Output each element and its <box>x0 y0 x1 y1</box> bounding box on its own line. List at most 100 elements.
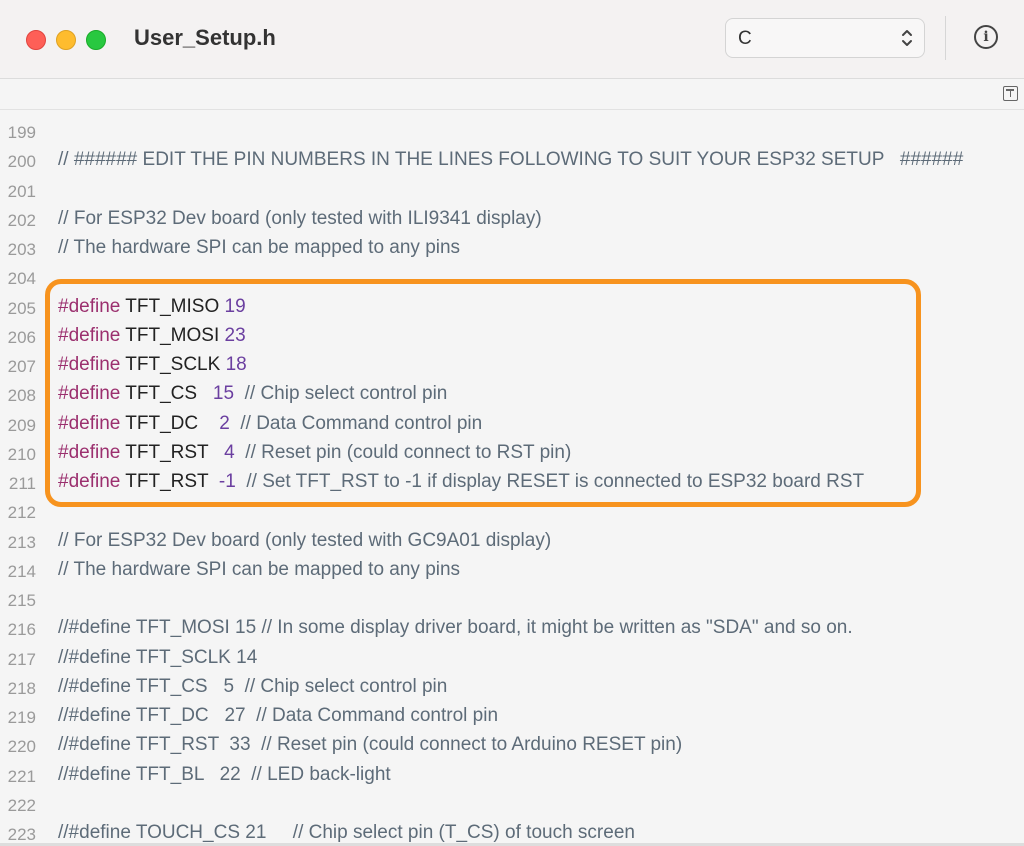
code-editor[interactable]: 199 200 // ###### EDIT THE PIN NUMBERS IN … <box>0 110 1024 846</box>
line-number: 214 <box>7 561 36 581</box>
code-line[interactable]: 215 <box>0 587 1024 616</box>
code-line[interactable]: 209 #define TFT_DC 2 // Data Command cont… <box>0 412 1024 441</box>
expand-icon[interactable] <box>1003 86 1018 101</box>
window-bottom-edge <box>0 843 1024 846</box>
line-number: 223 <box>7 825 36 844</box>
line-number: 200 <box>7 152 36 172</box>
code-token: TFT_MOSI <box>120 324 225 346</box>
code-text: #define TFT_DC 2 // Data Command control… <box>58 413 482 435</box>
code-text: // For ESP32 Dev board (only tested with… <box>58 208 542 230</box>
minimize-window-button[interactable] <box>56 30 76 50</box>
code-line[interactable]: 208 #define TFT_CS 15 // Chip select cont… <box>0 382 1024 411</box>
code-token: -1 <box>218 471 236 492</box>
line-number: 209 <box>7 415 36 435</box>
code-token: #define <box>58 324 121 346</box>
code-line[interactable]: 219//#define TFT_DC 27 // Data Command c… <box>0 704 1024 733</box>
code-line[interactable]: 223 //#define TOUCH_CS 21 // Chip select … <box>0 821 1024 846</box>
line-number: 212 <box>7 503 36 523</box>
code-text: //#define TFT_BL 22 // LED back-light <box>58 764 391 786</box>
code-line[interactable]: 202 // For ESP32 Dev board (only tested w… <box>0 207 1024 236</box>
code-token: 15 <box>212 383 235 405</box>
code-token: 19 <box>224 295 246 317</box>
code-token: // For ESP32 Dev board (only tested with… <box>58 529 552 551</box>
line-number: 222 <box>7 795 36 815</box>
line-number: 201 <box>7 181 36 201</box>
code-line[interactable]: 222 <box>0 792 1024 821</box>
highlight-annotation <box>45 279 921 507</box>
title-bar: User_Setup.h C i <box>0 0 1024 79</box>
toolbar-divider <box>945 16 946 60</box>
code-text: //#define TFT_MOSI 15 // In some display… <box>58 617 853 639</box>
code-token: // Set TFT_RST to -1 if display RESET is… <box>235 471 865 492</box>
code-line[interactable]: 210#define TFT_RST 4 // Reset pin (could… <box>0 441 1024 470</box>
code-token: // The hardware SPI can be mapped to any… <box>58 237 461 258</box>
code-text: //#define TFT_DC 27 // Data Command cont… <box>58 705 498 727</box>
line-number: 215 <box>7 591 36 610</box>
code-token: TFT_DC <box>120 412 220 434</box>
code-token: #define <box>58 441 121 463</box>
code-token: TFT_MISO <box>120 295 225 317</box>
code-token: TFT_RST <box>120 471 219 492</box>
code-token: 18 <box>225 354 247 375</box>
code-token: #define <box>58 354 121 375</box>
code-line[interactable]: 201 <box>0 178 1024 207</box>
code-line[interactable]: 216 //#define TFT_MOSI 15 // In some disp… <box>0 616 1024 645</box>
code-token: // For ESP32 Dev board (only tested with… <box>58 207 542 229</box>
line-number: 199 <box>7 123 36 142</box>
code-line[interactable]: 204 <box>0 265 1024 294</box>
code-token: #define <box>58 383 121 405</box>
code-text: //#define TFT_RST 33 // Reset pin (could… <box>58 734 682 756</box>
code-text: #define TFT_RST -1 // Set TFT_RST to -1 … <box>58 471 864 493</box>
info-icon[interactable]: i <box>974 25 998 49</box>
line-number: 217 <box>7 649 36 669</box>
code-line[interactable]: 221 //#define TFT_BL 22 // LED back-light <box>0 763 1024 792</box>
code-text: #define TFT_SCLK 18 <box>58 354 247 376</box>
code-line[interactable]: 217 //#define TFT_SCLK 14 <box>0 646 1024 675</box>
line-number: 206 <box>7 327 36 347</box>
code-token: // Reset pin (could connect to RST pin) <box>234 441 572 463</box>
line-number: 216 <box>7 620 36 640</box>
code-text: //#define TFT_CS 5 // Chip select contro… <box>58 676 447 698</box>
code-text: //#define TOUCH_CS 21 // Chip select pin… <box>58 822 635 844</box>
code-line[interactable]: 200 // ###### EDIT THE PIN NUMBERS IN THE… <box>0 148 1024 177</box>
code-text: // ###### EDIT THE PIN NUMBERS IN THE LI… <box>58 149 963 171</box>
code-text: // The hardware SPI can be mapped to any… <box>58 237 460 259</box>
code-token: //#define TFT_RST 33 // Reset pin (could… <box>58 734 683 756</box>
code-text: #define TFT_CS 15 // Chip select control… <box>58 383 447 405</box>
code-line[interactable]: 207#define TFT_SCLK 18 <box>0 353 1024 382</box>
code-line[interactable]: 199 <box>0 119 1024 148</box>
code-token: // Chip select control pin <box>234 383 448 405</box>
editor-toolbar <box>0 79 1024 110</box>
line-number: 221 <box>7 766 36 786</box>
line-number: 204 <box>7 269 36 289</box>
zoom-window-button[interactable] <box>86 30 106 50</box>
code-text: #define TFT_MOSI 23 <box>58 325 246 347</box>
code-text: // The hardware SPI can be mapped to any… <box>58 559 460 581</box>
line-number: 202 <box>7 210 36 230</box>
line-number: 210 <box>7 444 36 464</box>
line-number: 205 <box>7 298 36 318</box>
code-line[interactable]: 205 #define TFT_MISO 19 <box>0 295 1024 324</box>
code-line[interactable]: 211 #define TFT_RST -1 // Set TFT_RST to … <box>0 470 1024 499</box>
code-line[interactable]: 203// The hardware SPI can be mapped to … <box>0 236 1024 265</box>
line-number: 218 <box>7 678 36 698</box>
line-number: 211 <box>8 474 36 493</box>
code-line[interactable]: 206 #define TFT_MOSI 23 <box>0 324 1024 353</box>
code-line[interactable]: 220//#define TFT_RST 33 // Reset pin (co… <box>0 733 1024 762</box>
code-line[interactable]: 214 // The hardware SPI can be mapped to … <box>0 558 1024 587</box>
code-text: //#define TFT_SCLK 14 <box>58 647 257 669</box>
code-line[interactable]: 212 <box>0 499 1024 528</box>
code-token: TFT_CS <box>120 383 213 405</box>
close-window-button[interactable] <box>26 30 46 50</box>
code-token: 23 <box>224 324 246 346</box>
code-token: 4 <box>224 441 235 463</box>
code-text: // For ESP32 Dev board (only tested with… <box>58 530 551 552</box>
language-select[interactable]: C <box>725 18 925 58</box>
code-token: #define <box>58 295 121 317</box>
code-line[interactable]: 218 //#define TFT_CS 5 // Chip select con… <box>0 675 1024 704</box>
line-number: 208 <box>7 386 36 406</box>
code-token: //#define TFT_SCLK 14 <box>58 646 258 668</box>
code-token: // Data Command control pin <box>229 412 483 434</box>
code-line[interactable]: 213// For ESP32 Dev board (only tested w… <box>0 529 1024 558</box>
code-token: //#define TFT_DC 27 // Data Command cont… <box>58 705 499 726</box>
